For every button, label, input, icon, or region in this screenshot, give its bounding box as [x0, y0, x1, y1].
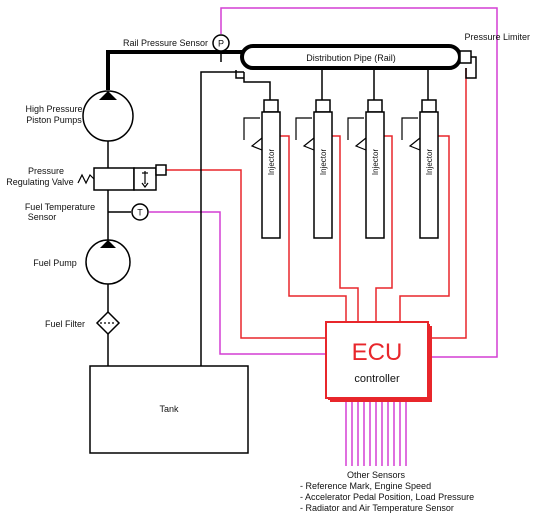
- regulating-valve-label-2: Regulating Valve: [6, 177, 73, 187]
- hp-pumps-label-2: Piston Pumps: [26, 115, 82, 125]
- other-sensors-title: Other Sensors: [347, 470, 406, 480]
- sensor-wiring: [149, 7, 498, 466]
- distribution-pipe-label: Distribution Pipe (Rail): [306, 53, 396, 63]
- injector-4: Injector: [408, 99, 439, 239]
- fuel-pump: Fuel Pump: [33, 239, 131, 285]
- other-sensors: Other Sensors - Reference Mark, Engine S…: [300, 470, 474, 513]
- tank: Tank: [89, 365, 249, 454]
- other-sensor-item: - Accelerator Pedal Position, Load Press…: [300, 492, 474, 502]
- fuel-pump-label: Fuel Pump: [33, 258, 77, 268]
- fuel-temperature-sensor: T Fuel Temperature Sensor: [25, 202, 149, 222]
- other-sensor-item: - Radiator and Air Temperature Sensor: [300, 503, 454, 513]
- fuel-filter-label: Fuel Filter: [45, 319, 85, 329]
- injector-label: Injector: [319, 149, 328, 176]
- temp-sensor-symbol: T: [137, 208, 143, 218]
- distribution-rail: Distribution Pipe (Rail): [240, 44, 462, 70]
- regulating-valve-label-1: Pressure: [28, 166, 64, 176]
- pressure-sensor-symbol: P: [218, 39, 224, 49]
- tank-label: Tank: [159, 404, 179, 414]
- injector-label: Injector: [371, 149, 380, 176]
- injector-label: Injector: [425, 149, 434, 176]
- injector-1: Injector: [250, 99, 281, 239]
- fuel-filter: Fuel Filter: [45, 310, 121, 336]
- ecu: ECU controller: [325, 321, 432, 402]
- high-pressure-pump: High Pressure Piston Pumps: [25, 90, 134, 142]
- injector-2: Injector: [302, 99, 333, 239]
- hp-pumps-label-1: High Pressure: [25, 104, 82, 114]
- ecu-title: ECU: [352, 339, 403, 366]
- ecu-wiring: [166, 68, 467, 339]
- fuel-lines: [106, 50, 477, 383]
- rail-pressure-sensor-label: Rail Pressure Sensor: [123, 38, 208, 48]
- pressure-limiter: Pressure Limiter: [459, 32, 530, 64]
- rail-pressure-sensor: P Rail Pressure Sensor: [123, 34, 230, 52]
- injector-3: Injector: [354, 99, 385, 239]
- ecu-subtitle: controller: [354, 373, 400, 385]
- injector-label: Injector: [267, 149, 276, 176]
- pressure-limiter-label: Pressure Limiter: [464, 32, 530, 42]
- fuel-temp-label-1: Fuel Temperature: [25, 202, 95, 212]
- fuel-temp-label-2: Sensor: [28, 212, 57, 222]
- pressure-regulating-valve: Pressure Regulating Valve: [6, 164, 167, 191]
- other-sensor-item: - Reference Mark, Engine Speed: [300, 481, 431, 491]
